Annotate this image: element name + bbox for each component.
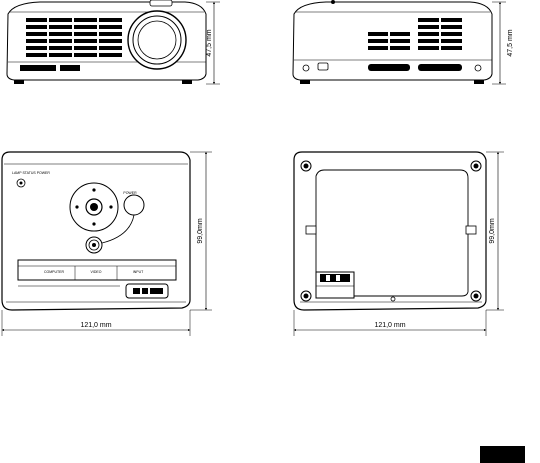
top-width-label: 121,0 mm	[80, 322, 111, 329]
foot-icon	[300, 160, 312, 172]
bottom-width-label: 121,0 mm	[374, 322, 405, 329]
screw-icon	[390, 296, 396, 302]
screw-icon	[474, 64, 482, 72]
focus-knob	[85, 236, 103, 254]
foot-icon	[300, 290, 312, 302]
top-view: LAMP STATUS POWER POWER COMPUTER VIDEO I…	[1, 151, 212, 336]
input-button-label: INPUT	[133, 270, 144, 274]
computer-button-label: COMPUTER	[44, 270, 65, 274]
bottom-view: 121,0 mm 99,0mm	[293, 151, 504, 336]
power-button	[123, 194, 145, 216]
bottom-depth-dimension: 99,0mm	[486, 151, 504, 311]
tilt-foot	[315, 271, 355, 299]
top-depth-label: 99,0mm	[197, 218, 204, 243]
power-label: POWER	[123, 191, 137, 195]
directional-pad	[69, 182, 119, 232]
page-tab-marker	[480, 446, 525, 463]
bottom-width-dimension: 121,0 mm	[293, 310, 487, 336]
video-button-label: VIDEO	[91, 270, 102, 274]
vent-dividers	[47, 17, 99, 59]
back-height-label: 47,5 mm	[507, 29, 514, 56]
screw-icon	[302, 64, 310, 72]
top-width-dimension: 121,0 mm	[1, 310, 191, 336]
foot-icon	[470, 160, 482, 172]
bottom-depth-label: 99,0mm	[489, 218, 496, 243]
front-height-dimension: 47,5 mm	[206, 1, 220, 85]
kensington-slot	[317, 62, 329, 71]
indicator-label: LAMP STATUS POWER	[12, 171, 50, 175]
front-view: 47,5 mm	[6, 0, 220, 85]
top-depth-dimension: 99,0mm	[190, 151, 212, 311]
back-view: 47,5 mm	[292, 0, 514, 85]
back-height-dimension: 47,5 mm	[492, 1, 514, 85]
front-height-label: 47,5 mm	[206, 29, 213, 56]
foot-icon	[470, 290, 482, 302]
lens	[127, 10, 187, 70]
lens-cover-slider	[125, 283, 169, 299]
